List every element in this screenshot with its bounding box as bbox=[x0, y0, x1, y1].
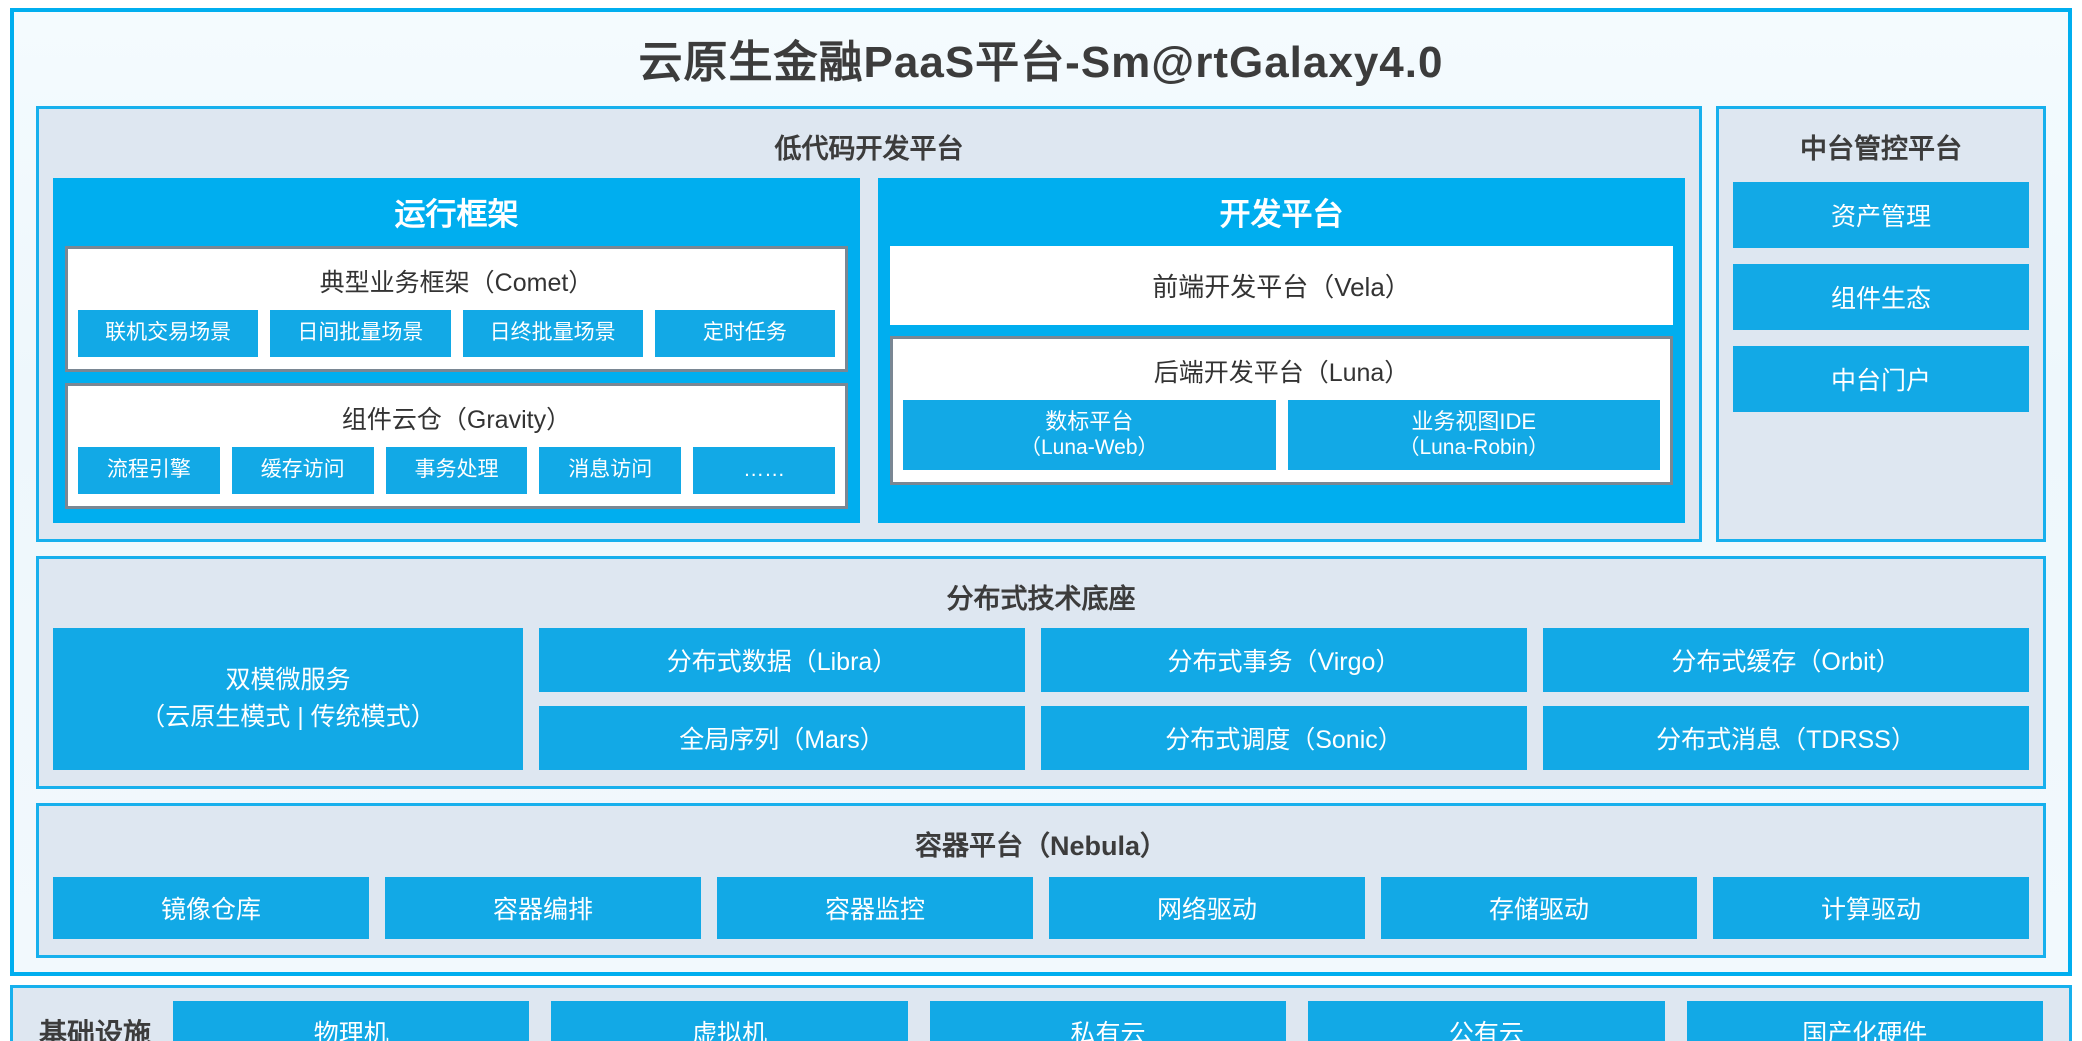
distributed-column-1: 分布式数据（Libra） 全局序列（Mars） bbox=[539, 627, 1025, 770]
luna-chip-row: 数标平台 （Luna-Web） 业务视图IDE （Luna-Robin） bbox=[903, 400, 1660, 470]
distributed-title: 分布式技术底座 bbox=[946, 583, 1136, 614]
distributed-panel: 分布式技术底座 双模微服务 （云原生模式 | 传统模式） 分布式数据（Libra… bbox=[36, 555, 2046, 789]
container-item-compute-driver[interactable]: 计算驱动 bbox=[1713, 876, 2029, 939]
infrastructure-item-physical[interactable]: 物理机 bbox=[173, 1000, 530, 1041]
distributed-mars[interactable]: 全局序列（Mars） bbox=[539, 705, 1025, 770]
platform-frame: 云原生金融PaaS平台-Sm@rtGalaxy4.0 低代码开发平台 运行框架 … bbox=[10, 8, 2072, 976]
gravity-title: 组件云仓（Gravity） bbox=[341, 405, 572, 434]
management-item-component[interactable]: 组件生态 bbox=[1733, 264, 2029, 330]
luna-robin-chip[interactable]: 业务视图IDE （Luna-Robin） bbox=[1287, 400, 1660, 470]
luna-robin-code: （Luna-Robin） bbox=[1398, 436, 1550, 460]
container-item-orchestration[interactable]: 容器编排 bbox=[385, 876, 701, 939]
backend-platform-luna-title: 后端开发平台（Luna） bbox=[1153, 359, 1410, 387]
infrastructure-item-virtual[interactable]: 虚拟机 bbox=[551, 1000, 908, 1041]
luna-web-code: （Luna-Web） bbox=[1019, 436, 1159, 460]
comet-item-1[interactable]: 日间批量场景 bbox=[270, 310, 451, 357]
lowcode-inner: 运行框架 典型业务框架（Comet） 联机交易场景 日间批量场景 日终批量场景 … bbox=[53, 178, 1685, 523]
infrastructure-item-private-cloud[interactable]: 私有云 bbox=[929, 1000, 1287, 1041]
gravity-box: 组件云仓（Gravity） 流程引擎 缓存访问 事务处理 消息访问 …… bbox=[65, 382, 848, 509]
management-platform-title: 中台管控平台 bbox=[1800, 134, 1962, 164]
development-platform-block: 开发平台 前端开发平台（Vela） 后端开发平台（Luna） 数标平台 （Lun… bbox=[878, 178, 1685, 523]
upper-row: 低代码开发平台 运行框架 典型业务框架（Comet） 联机交易场景 日间批量场景… bbox=[14, 106, 2068, 542]
comet-item-0[interactable]: 联机交易场景 bbox=[78, 310, 259, 357]
comet-chip-row: 联机交易场景 日间批量场景 日终批量场景 定时任务 bbox=[78, 310, 835, 357]
comet-item-3[interactable]: 定时任务 bbox=[654, 310, 835, 357]
development-platform-title: 开发平台 bbox=[1219, 197, 1344, 232]
comet-box: 典型业务框架（Comet） 联机交易场景 日间批量场景 日终批量场景 定时任务 bbox=[65, 246, 848, 372]
backend-platform-luna-box: 后端开发平台（Luna） 数标平台 （Luna-Web） 业务视图IDE （Lu… bbox=[890, 336, 1673, 485]
lowcode-platform-title: 低代码开发平台 bbox=[774, 134, 964, 164]
gravity-chip-row: 流程引擎 缓存访问 事务处理 消息访问 …… bbox=[78, 446, 835, 494]
page-title: 云原生金融PaaS平台-Sm@rtGalaxy4.0 bbox=[638, 38, 1444, 87]
gravity-item-more[interactable]: …… bbox=[693, 446, 835, 494]
dual-mode-microservice[interactable]: 双模微服务 （云原生模式 | 传统模式） bbox=[53, 627, 523, 770]
luna-robin-name: 业务视图IDE bbox=[1411, 409, 1537, 434]
infrastructure-items: 物理机 虚拟机 私有云 公有云 国产化硬件 bbox=[173, 1000, 2043, 1041]
distributed-wrap: 分布式技术底座 双模微服务 （云原生模式 | 传统模式） 分布式数据（Libra… bbox=[14, 542, 2068, 789]
distributed-orbit[interactable]: 分布式缓存（Orbit） bbox=[1543, 627, 2029, 692]
management-item-asset[interactable]: 资产管理 bbox=[1733, 182, 2029, 248]
dual-mode-line2: （云原生模式 | 传统模式） bbox=[140, 702, 436, 731]
runtime-framework-block: 运行框架 典型业务框架（Comet） 联机交易场景 日间批量场景 日终批量场景 … bbox=[53, 178, 860, 523]
container-wrap: 容器平台（Nebula） 镜像仓库 容器编排 容器监控 网络驱动 存储驱动 计算… bbox=[14, 789, 2068, 958]
container-platform-title: 容器平台（Nebula） bbox=[914, 830, 1168, 861]
infrastructure-bar: 基础设施 物理机 虚拟机 私有云 公有云 国产化硬件 bbox=[10, 984, 2072, 1041]
infrastructure-item-public-cloud[interactable]: 公有云 bbox=[1308, 1000, 1665, 1041]
management-platform-panel: 中台管控平台 资产管理 组件生态 中台门户 bbox=[1716, 106, 2046, 542]
container-item-registry[interactable]: 镜像仓库 bbox=[53, 876, 369, 939]
dual-mode-line1: 双模微服务 bbox=[225, 666, 351, 695]
management-item-portal[interactable]: 中台门户 bbox=[1733, 346, 2029, 412]
container-item-storage-driver[interactable]: 存储驱动 bbox=[1381, 876, 1697, 939]
comet-item-2[interactable]: 日终批量场景 bbox=[462, 310, 643, 357]
distributed-column-2: 分布式事务（Virgo） 分布式调度（Sonic） bbox=[1041, 627, 1527, 770]
distributed-column-3: 分布式缓存（Orbit） 分布式消息（TDRSS） bbox=[1543, 627, 2029, 770]
frontend-platform-vela[interactable]: 前端开发平台（Vela） bbox=[890, 246, 1673, 325]
distributed-sonic[interactable]: 分布式调度（Sonic） bbox=[1041, 705, 1527, 770]
luna-web-name: 数标平台 bbox=[1045, 409, 1134, 434]
gravity-item-1[interactable]: 缓存访问 bbox=[231, 446, 374, 494]
management-items: 资产管理 组件生态 中台门户 bbox=[1733, 178, 2029, 412]
gravity-item-2[interactable]: 事务处理 bbox=[385, 446, 528, 494]
distributed-libra[interactable]: 分布式数据（Libra） bbox=[539, 627, 1025, 692]
lowcode-platform-panel: 低代码开发平台 运行框架 典型业务框架（Comet） 联机交易场景 日间批量场景… bbox=[36, 106, 1702, 542]
luna-web-chip[interactable]: 数标平台 （Luna-Web） bbox=[903, 400, 1276, 470]
gravity-item-3[interactable]: 消息访问 bbox=[539, 446, 682, 494]
comet-title: 典型业务框架（Comet） bbox=[319, 269, 594, 297]
container-item-network-driver[interactable]: 网络驱动 bbox=[1049, 876, 1365, 939]
distributed-virgo[interactable]: 分布式事务（Virgo） bbox=[1041, 627, 1527, 692]
infrastructure-item-domestic-hardware[interactable]: 国产化硬件 bbox=[1686, 1000, 2043, 1041]
infrastructure-label: 基础设施 bbox=[39, 1017, 152, 1041]
distributed-tdrss[interactable]: 分布式消息（TDRSS） bbox=[1543, 705, 2029, 770]
container-platform-panel: 容器平台（Nebula） 镜像仓库 容器编排 容器监控 网络驱动 存储驱动 计算… bbox=[36, 802, 2046, 958]
container-item-monitoring[interactable]: 容器监控 bbox=[717, 876, 1033, 939]
gravity-item-0[interactable]: 流程引擎 bbox=[78, 446, 220, 494]
distributed-grid: 双模微服务 （云原生模式 | 传统模式） 分布式数据（Libra） 全局序列（M… bbox=[53, 627, 2029, 770]
container-items: 镜像仓库 容器编排 容器监控 网络驱动 存储驱动 计算驱动 bbox=[53, 875, 2029, 939]
runtime-framework-title: 运行框架 bbox=[394, 197, 519, 232]
